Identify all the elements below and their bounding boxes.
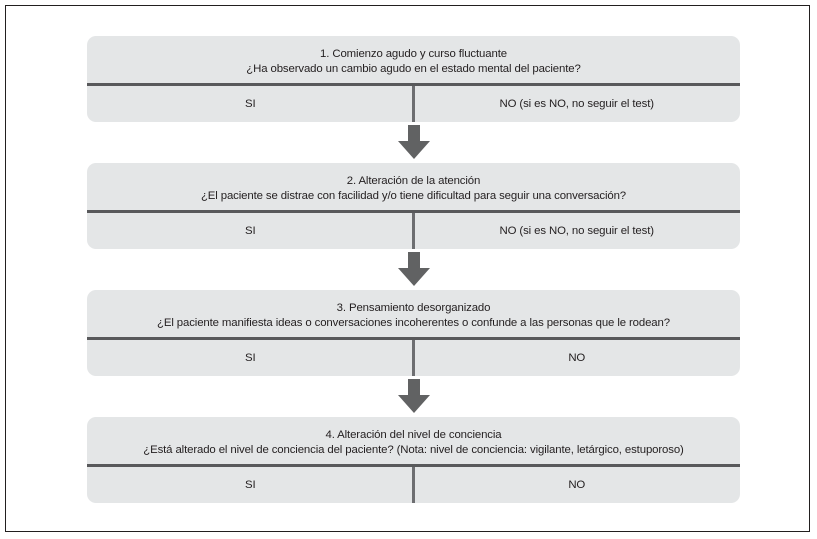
step-2-answer-row: SI NO (si es NO, no seguir el test) xyxy=(87,212,740,249)
step-2-answer-no[interactable]: NO (si es NO, no seguir el test) xyxy=(499,224,655,237)
step-1-answer-split xyxy=(412,85,415,122)
step-3-answer-row: SI NO xyxy=(87,339,740,376)
step-4-answer-split xyxy=(412,466,415,503)
flow-step-3: 3. Pensamiento desorganizado ¿El pacient… xyxy=(87,290,740,376)
step-1-divider xyxy=(87,83,740,86)
flowchart: 1. Comienzo agudo y curso fluctuante ¿Ha… xyxy=(87,31,740,516)
step-4-divider xyxy=(87,464,740,467)
step-1-question-area: 1. Comienzo agudo y curso fluctuante ¿Ha… xyxy=(87,36,740,83)
flow-step-2: 2. Alteración de la atención ¿El pacient… xyxy=(87,163,740,249)
step-4-answer-row: SI NO xyxy=(87,466,740,503)
figure-frame: 1. Comienzo agudo y curso fluctuante ¿Ha… xyxy=(5,5,810,532)
step-1-answer-row: SI NO (si es NO, no seguir el test) xyxy=(87,85,740,122)
step-2-question-area: 2. Alteración de la atención ¿El pacient… xyxy=(87,163,740,210)
step-2-answer-split xyxy=(412,212,415,249)
step-1-answer-no[interactable]: NO (si es NO, no seguir el test) xyxy=(499,97,655,110)
step-2-divider xyxy=(87,210,740,213)
step-2-title: 2. Alteración de la atención xyxy=(346,174,481,187)
arrow-step1-to-step2 xyxy=(396,125,432,161)
step-3-answer-no[interactable]: NO xyxy=(568,351,586,364)
step-4-question-area: 4. Alteración del nivel de conciencia ¿E… xyxy=(87,417,740,464)
step-3-question-area: 3. Pensamiento desorganizado ¿El pacient… xyxy=(87,290,740,337)
step-1-question: ¿Ha observado un cambio agudo en el esta… xyxy=(246,62,581,75)
step-2-question: ¿El paciente se distrae con facilidad y/… xyxy=(200,189,627,202)
step-4-question: ¿Está alterado el nivel de conciencia de… xyxy=(143,443,684,456)
step-4-title: 4. Alteración del nivel de conciencia xyxy=(325,428,502,441)
step-2-answer-yes[interactable]: SI xyxy=(244,224,256,237)
step-4-answer-no[interactable]: NO xyxy=(568,478,586,491)
flow-step-1: 1. Comienzo agudo y curso fluctuante ¿Ha… xyxy=(87,36,740,122)
step-4-answer-yes[interactable]: SI xyxy=(244,478,256,491)
arrow-step2-to-step3 xyxy=(396,252,432,288)
flow-step-4: 4. Alteración del nivel de conciencia ¿E… xyxy=(87,417,740,503)
step-3-answer-split xyxy=(412,339,415,376)
step-3-divider xyxy=(87,337,740,340)
step-3-title: 3. Pensamiento desorganizado xyxy=(336,301,491,314)
step-1-title: 1. Comienzo agudo y curso fluctuante xyxy=(320,47,507,60)
step-3-question: ¿El paciente manifiesta ideas o conversa… xyxy=(157,316,670,329)
step-3-answer-yes[interactable]: SI xyxy=(244,351,256,364)
arrow-step3-to-step4 xyxy=(396,379,432,415)
step-1-answer-yes[interactable]: SI xyxy=(244,97,256,110)
